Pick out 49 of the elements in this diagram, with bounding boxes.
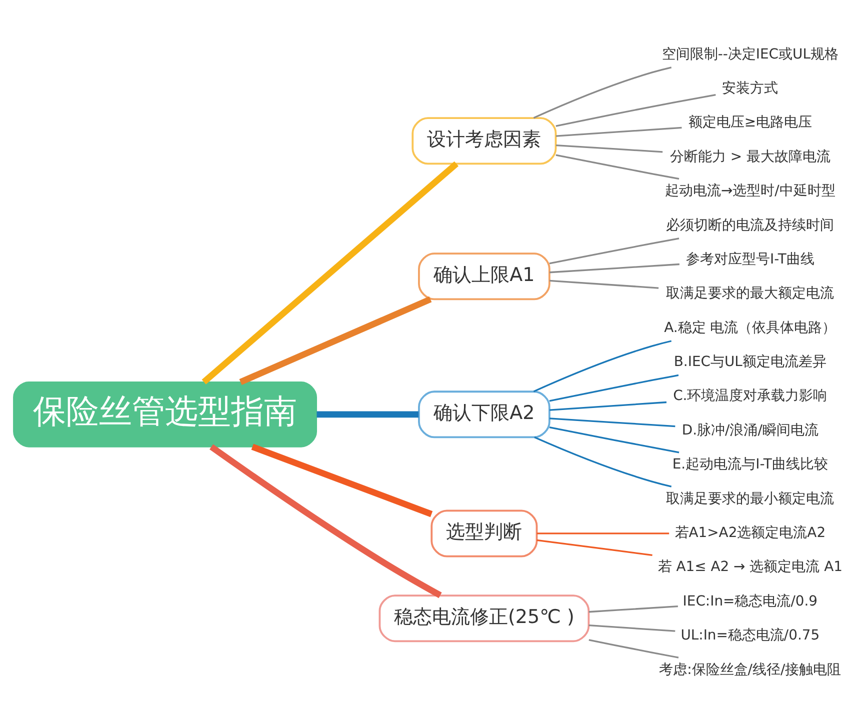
node-text: UL:In=稳态电流/0.75: [680, 627, 820, 644]
node-text: 参考对应型号I-T曲线: [686, 250, 814, 267]
node-text: A.稳定 电流（依具体电路）: [664, 319, 836, 336]
connector: [251, 443, 433, 517]
connector: [550, 400, 667, 410]
connector: [534, 436, 672, 487]
node-text: 若 A1≤ A2 → 选额定电流 A1: [658, 558, 842, 575]
node-text: 取满足要求的最大额定电流: [666, 285, 834, 302]
node-text: 安装方式: [722, 80, 778, 96]
node-box: 设计考虑因素: [412, 116, 557, 164]
connector: [588, 638, 679, 658]
node-box: 选型判断: [430, 509, 538, 557]
node-text: 必须切断的电流及持续时间: [666, 216, 834, 233]
connector: [536, 538, 652, 556]
node-text: C.环境温度对承载力影响: [673, 388, 828, 404]
connector: [202, 160, 458, 384]
node-box: 保险丝管选型指南: [13, 381, 318, 447]
node-text: 若A1>A2选额定电流A2: [674, 524, 826, 541]
connector: [536, 532, 670, 534]
connector: [316, 410, 419, 418]
connector: [549, 237, 680, 264]
node-text: 考虑:保险丝盒/线径/接触电阻: [659, 661, 842, 678]
node-box: 确认下限A2: [418, 390, 550, 438]
node-box: 确认上限A1: [418, 252, 550, 300]
connector: [556, 144, 663, 152]
connector: [556, 154, 680, 180]
node-text: 空间限制--决定IEC或UL规格: [662, 46, 838, 62]
connector: [533, 340, 672, 392]
connector: [550, 417, 676, 427]
connector: [556, 126, 682, 136]
connector: [550, 262, 680, 273]
node-text: 起动电流→选型时/中延时型: [664, 182, 836, 199]
node-text: E.起动电流与I-T曲线比较: [672, 456, 828, 472]
node-box: 稳态电流修正(25℃ ): [378, 594, 590, 642]
connector: [210, 444, 442, 598]
connector: [549, 374, 679, 402]
connector: [588, 624, 676, 632]
connector: [550, 279, 659, 288]
node-text: D.脉冲/浪涌/瞬间电流: [682, 422, 818, 438]
node-text: B.IEC与UL额定电流差异: [674, 354, 826, 370]
connector: [556, 94, 716, 126]
node-text: 额定电压≥电路电压: [688, 114, 812, 130]
connector: [549, 426, 680, 453]
connector: [588, 604, 678, 612]
node-text: 分断能力 > 最大故障电流: [670, 148, 830, 164]
connector: [239, 296, 432, 384]
node-text: IEC:In=稳态电流/0.9: [682, 592, 818, 609]
node-text: 取满足要求的最小额定电流: [666, 490, 834, 506]
connector: [533, 66, 672, 118]
